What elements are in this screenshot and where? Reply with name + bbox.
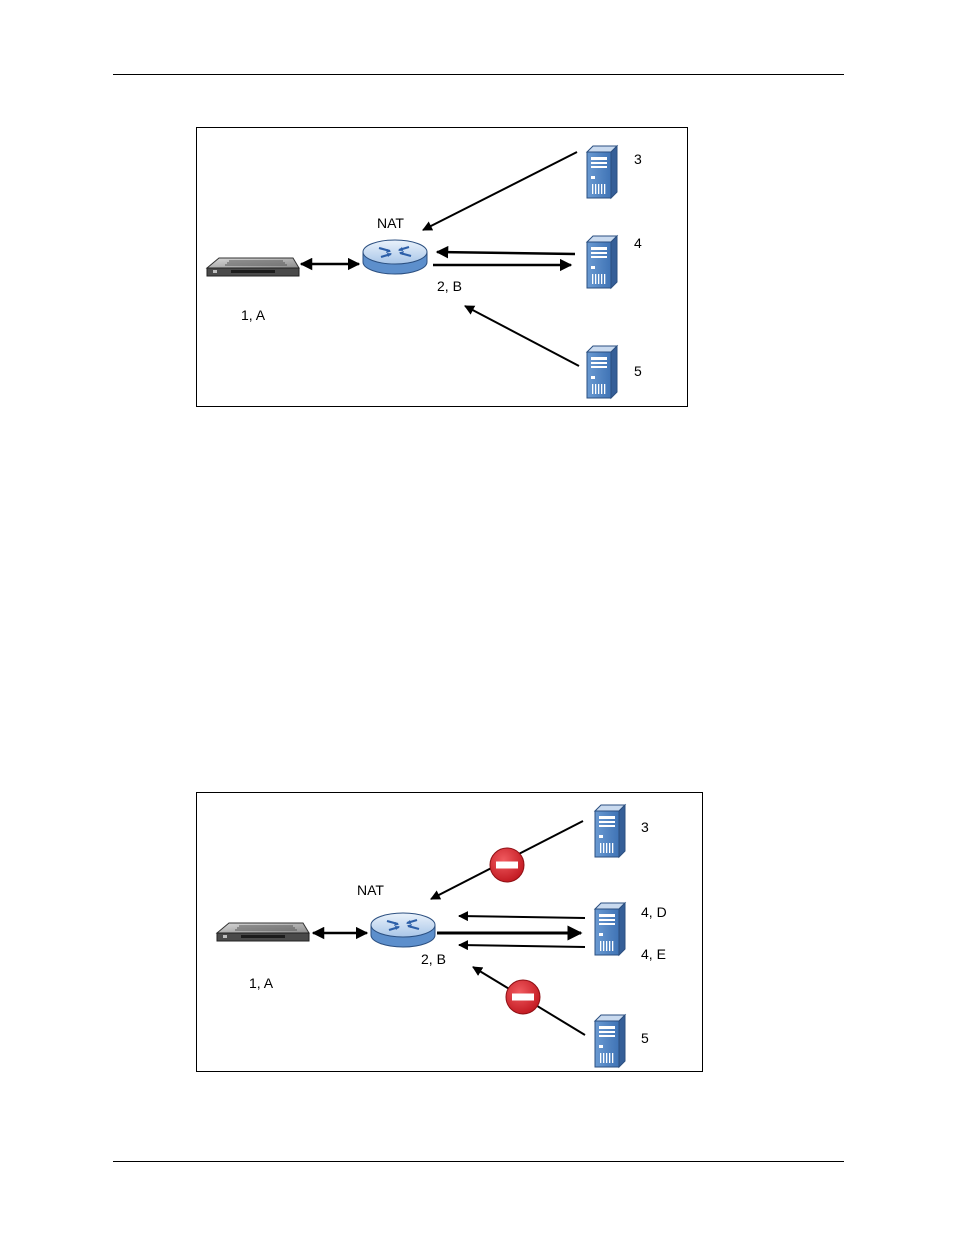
server5-label: 5	[634, 363, 642, 379]
server-4	[595, 903, 625, 955]
header-rule	[113, 74, 844, 75]
server4e-label: 4, E	[641, 946, 666, 962]
server-5	[587, 346, 617, 398]
server4d-label: 4, D	[641, 904, 667, 920]
server5-to-router-arrow	[465, 306, 579, 366]
nat-diagram-figure-1: NAT 2, B 1, A 3 4 5	[196, 127, 688, 407]
server4-label: 4	[634, 235, 642, 251]
server-3	[587, 146, 617, 198]
block-sign-server5	[506, 980, 540, 1014]
modem-host-1	[217, 923, 309, 941]
nat-router	[371, 913, 435, 947]
router-label: 2, B	[437, 278, 462, 294]
nat-router	[363, 240, 427, 274]
server-5	[595, 1015, 625, 1067]
host-label: 1, A	[241, 307, 266, 323]
nat-label: NAT	[357, 882, 384, 898]
nat-diagram-figure-2: NAT 2, B 1, A 3 4, D 4, E 5	[196, 792, 703, 1072]
nat-label: NAT	[377, 215, 404, 231]
server4d-to-router-arrow	[459, 916, 585, 918]
server3-to-router-arrow	[423, 152, 577, 230]
server-3	[595, 805, 625, 857]
server4-to-router-arrow	[437, 252, 575, 254]
router-label: 2, B	[421, 951, 446, 967]
host-label: 1, A	[249, 975, 274, 991]
server3-label: 3	[641, 819, 649, 835]
footer-rule	[113, 1161, 844, 1162]
modem-host-1	[207, 258, 299, 276]
block-sign-server3	[490, 848, 524, 882]
server-4	[587, 236, 617, 288]
server3-label: 3	[634, 151, 642, 167]
server4e-to-router-arrow	[459, 945, 585, 947]
server5-label: 5	[641, 1030, 649, 1046]
